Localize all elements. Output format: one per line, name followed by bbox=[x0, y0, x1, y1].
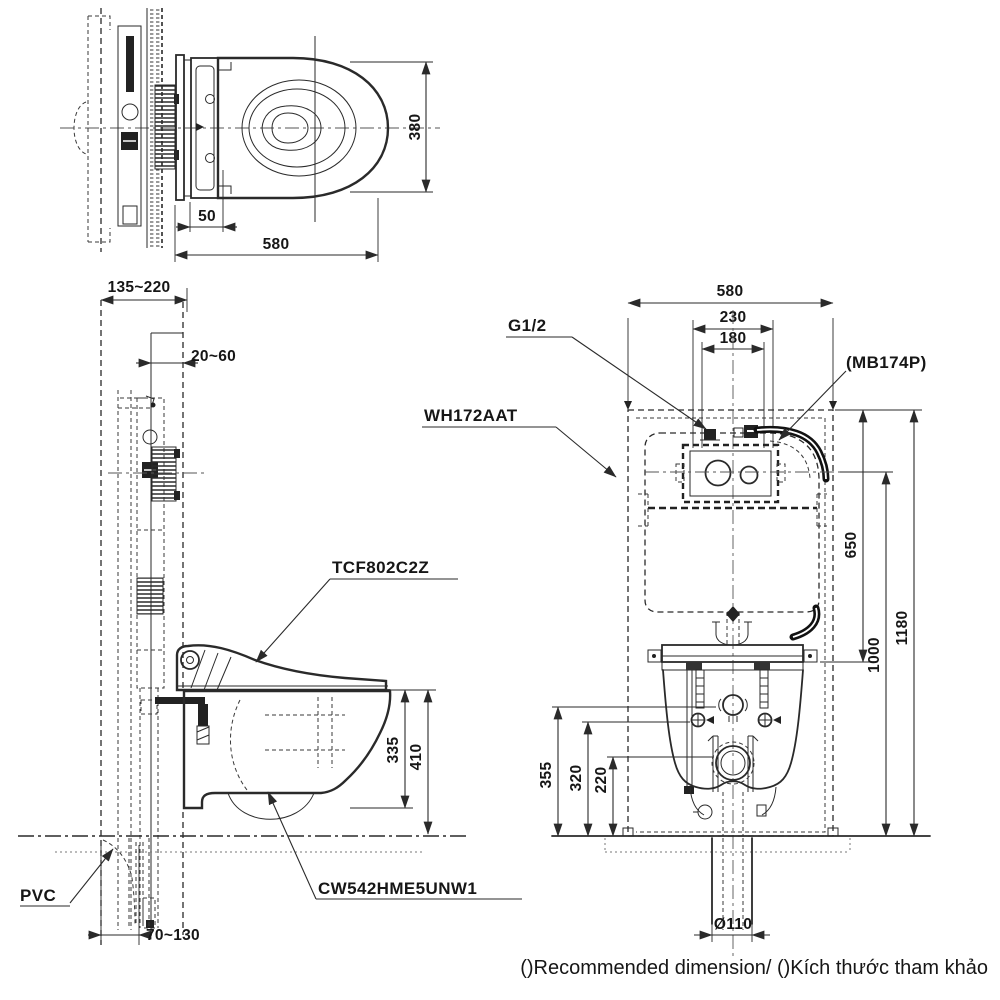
label-inlet: G1/2 bbox=[508, 316, 546, 335]
tank-plan bbox=[117, 25, 142, 227]
dim-580-plan: 580 bbox=[263, 236, 290, 253]
spud-ribbed-plan bbox=[154, 84, 176, 170]
top-view: 380 50 580 bbox=[60, 8, 440, 262]
dim-135-220: 135~220 bbox=[108, 279, 171, 296]
dim-20-60: 20~60 bbox=[191, 348, 236, 365]
dim-320: 320 bbox=[568, 765, 585, 792]
dim-650: 650 bbox=[843, 532, 860, 559]
label-pvc: PVC bbox=[20, 886, 56, 905]
cistern-outline bbox=[644, 432, 820, 613]
front-view: 580 230 180 bbox=[422, 283, 931, 958]
dim-drain: Ø110 bbox=[714, 916, 752, 933]
water-inlet-fitting bbox=[704, 429, 716, 440]
label-hose: (MB174P) bbox=[846, 353, 927, 372]
dim-220: 220 bbox=[593, 767, 610, 794]
mounting-plate-plan bbox=[175, 54, 185, 201]
dim-380: 380 bbox=[407, 114, 424, 141]
dim-1000: 1000 bbox=[866, 637, 883, 673]
bowl-outline-plan bbox=[216, 56, 390, 200]
pvc-bend bbox=[102, 839, 136, 927]
water-surface-plan bbox=[261, 105, 322, 151]
label-washlet: TCF802C2Z bbox=[332, 558, 429, 577]
dim-70-130: 70~130 bbox=[146, 927, 200, 944]
spud-ribbed-side bbox=[151, 446, 177, 502]
dim-1180: 1180 bbox=[894, 611, 911, 646]
inlet-circle bbox=[722, 694, 744, 716]
label-tank: WH172AAT bbox=[424, 406, 518, 425]
bowl-front bbox=[662, 669, 804, 790]
drain-circle bbox=[715, 745, 751, 781]
dim-50: 50 bbox=[198, 208, 216, 225]
label-bowl: CW542HME5UNW1 bbox=[318, 879, 477, 898]
dim-355: 355 bbox=[538, 762, 555, 789]
dim-580-front: 580 bbox=[717, 283, 744, 300]
bowl-side bbox=[182, 689, 392, 810]
side-view: 135~220 20~60 bbox=[18, 279, 522, 945]
dim-410: 410 bbox=[408, 744, 425, 771]
bowl-rim-plan bbox=[241, 79, 357, 177]
access-box bbox=[681, 443, 780, 504]
footer-note: ()Recommended dimension/ ()Kích thước th… bbox=[520, 957, 988, 979]
washlet-side bbox=[175, 644, 388, 692]
dim-335: 335 bbox=[385, 737, 402, 764]
support-rail bbox=[661, 644, 804, 663]
